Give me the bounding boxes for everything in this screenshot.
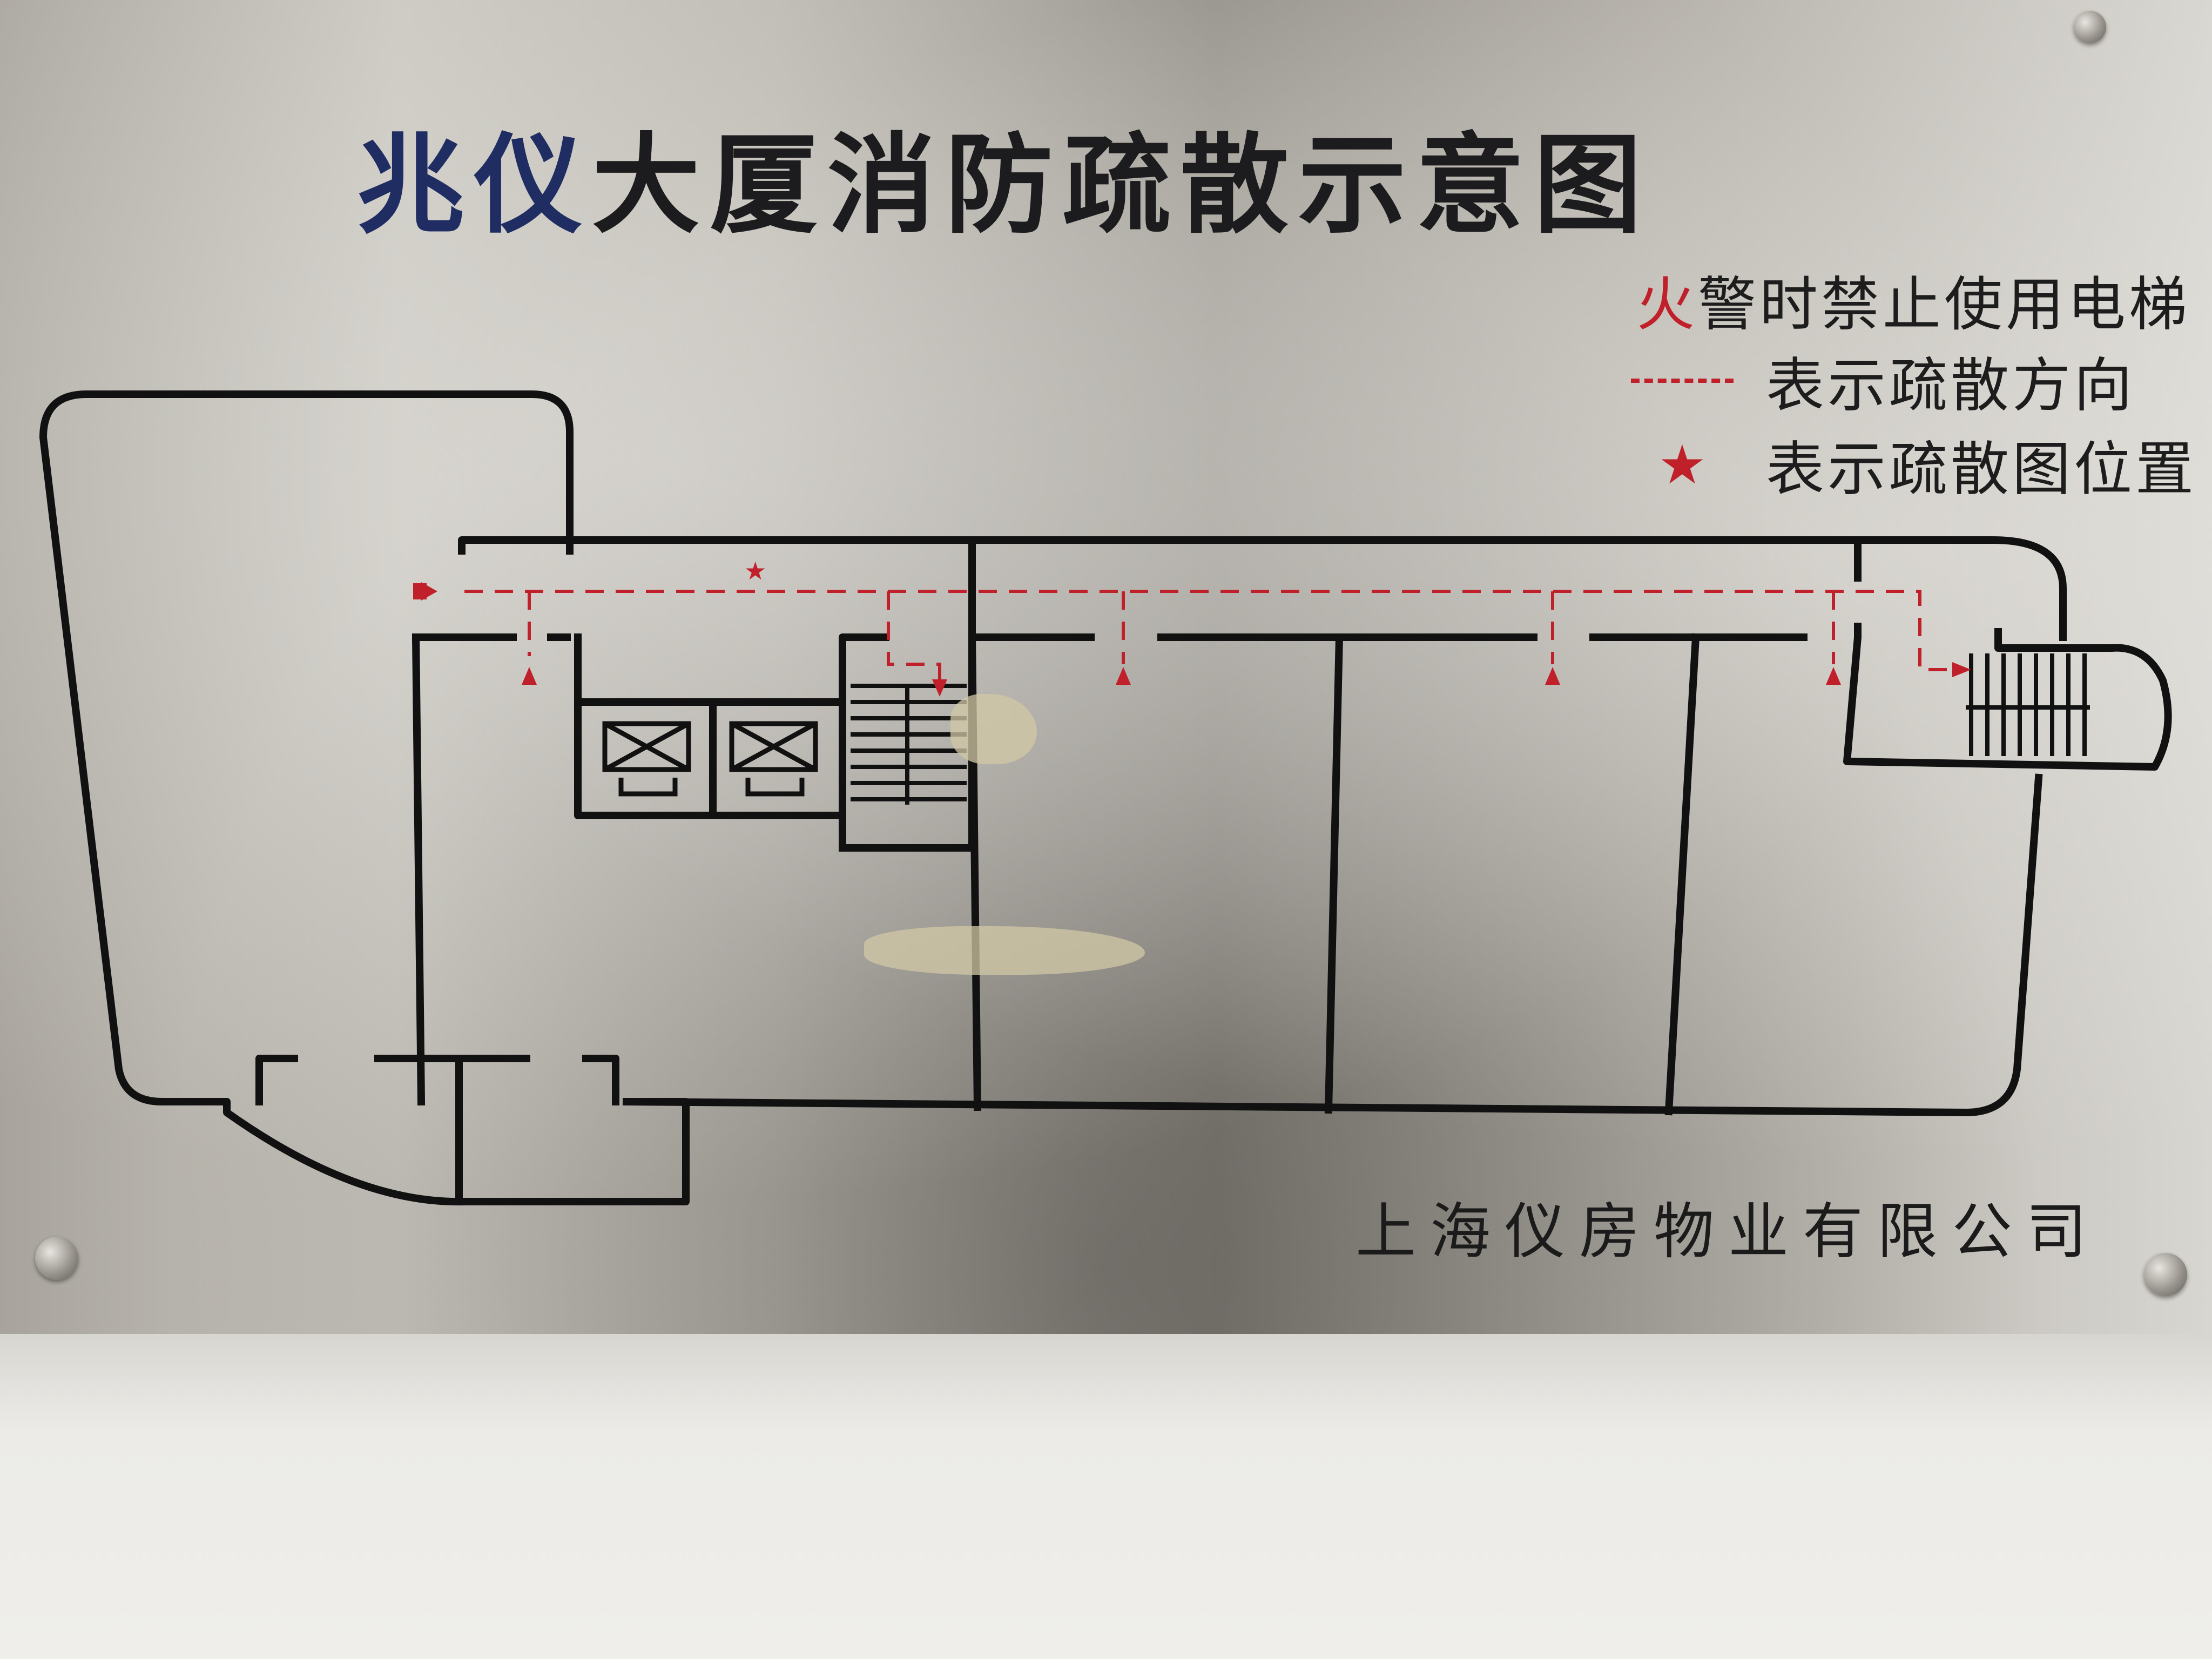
wall-background [0, 1334, 2212, 1659]
main-bottom-wall [622, 773, 2043, 1116]
room-divider-2 [1324, 633, 1344, 1114]
stain-1 [864, 926, 1145, 975]
room-divider-3 [1664, 633, 1700, 1116]
legend-no-elevator-text: 警时禁止使用电梯 [1698, 271, 2191, 339]
star-icon: ★ [1658, 433, 1707, 496]
dashed-line-icon [1631, 379, 1734, 383]
arrow-icon [413, 582, 1971, 697]
title-accent: 兆仪 [356, 122, 592, 248]
evacuation-route [464, 590, 1950, 680]
legend-map-position-text: 表示疏散图位置 [1766, 436, 2197, 503]
legend-no-elevator: 火警时禁止使用电梯 [1636, 265, 2190, 339]
left-tower-wall [39, 390, 690, 1206]
rivet-left [35, 1237, 78, 1280]
you-are-here-star: ★ [744, 556, 766, 585]
elevator-icon [602, 721, 818, 797]
left-block-wall [412, 633, 426, 1106]
floor-plan: ★ [39, 390, 2172, 1206]
legend-evac-direction: 表示疏散方向 [1631, 346, 2135, 420]
stairs-icon [851, 684, 967, 805]
stain-2 [950, 694, 1037, 764]
legend-map-position: ★ 表示疏散图位置 [1631, 429, 2197, 504]
corridor-top-wall [458, 536, 2067, 641]
sign-title: 兆仪大厦消防疏散示意图 [356, 97, 1651, 254]
rivet-top-right [2074, 11, 2106, 43]
rivet-right [2144, 1253, 2187, 1296]
legend-evac-direction-text: 表示疏散方向 [1766, 352, 2136, 420]
legend-no-elevator-prefix: 火 [1636, 271, 1698, 339]
title-rest: 大厦消防疏散示意图 [592, 122, 1652, 248]
right-stair-tower [1843, 542, 2172, 771]
company-name: 上海仪房物业有限公司 [1355, 1197, 2101, 1267]
right-stairs-icon [1966, 653, 2090, 756]
left-tower-steps [255, 1055, 619, 1105]
